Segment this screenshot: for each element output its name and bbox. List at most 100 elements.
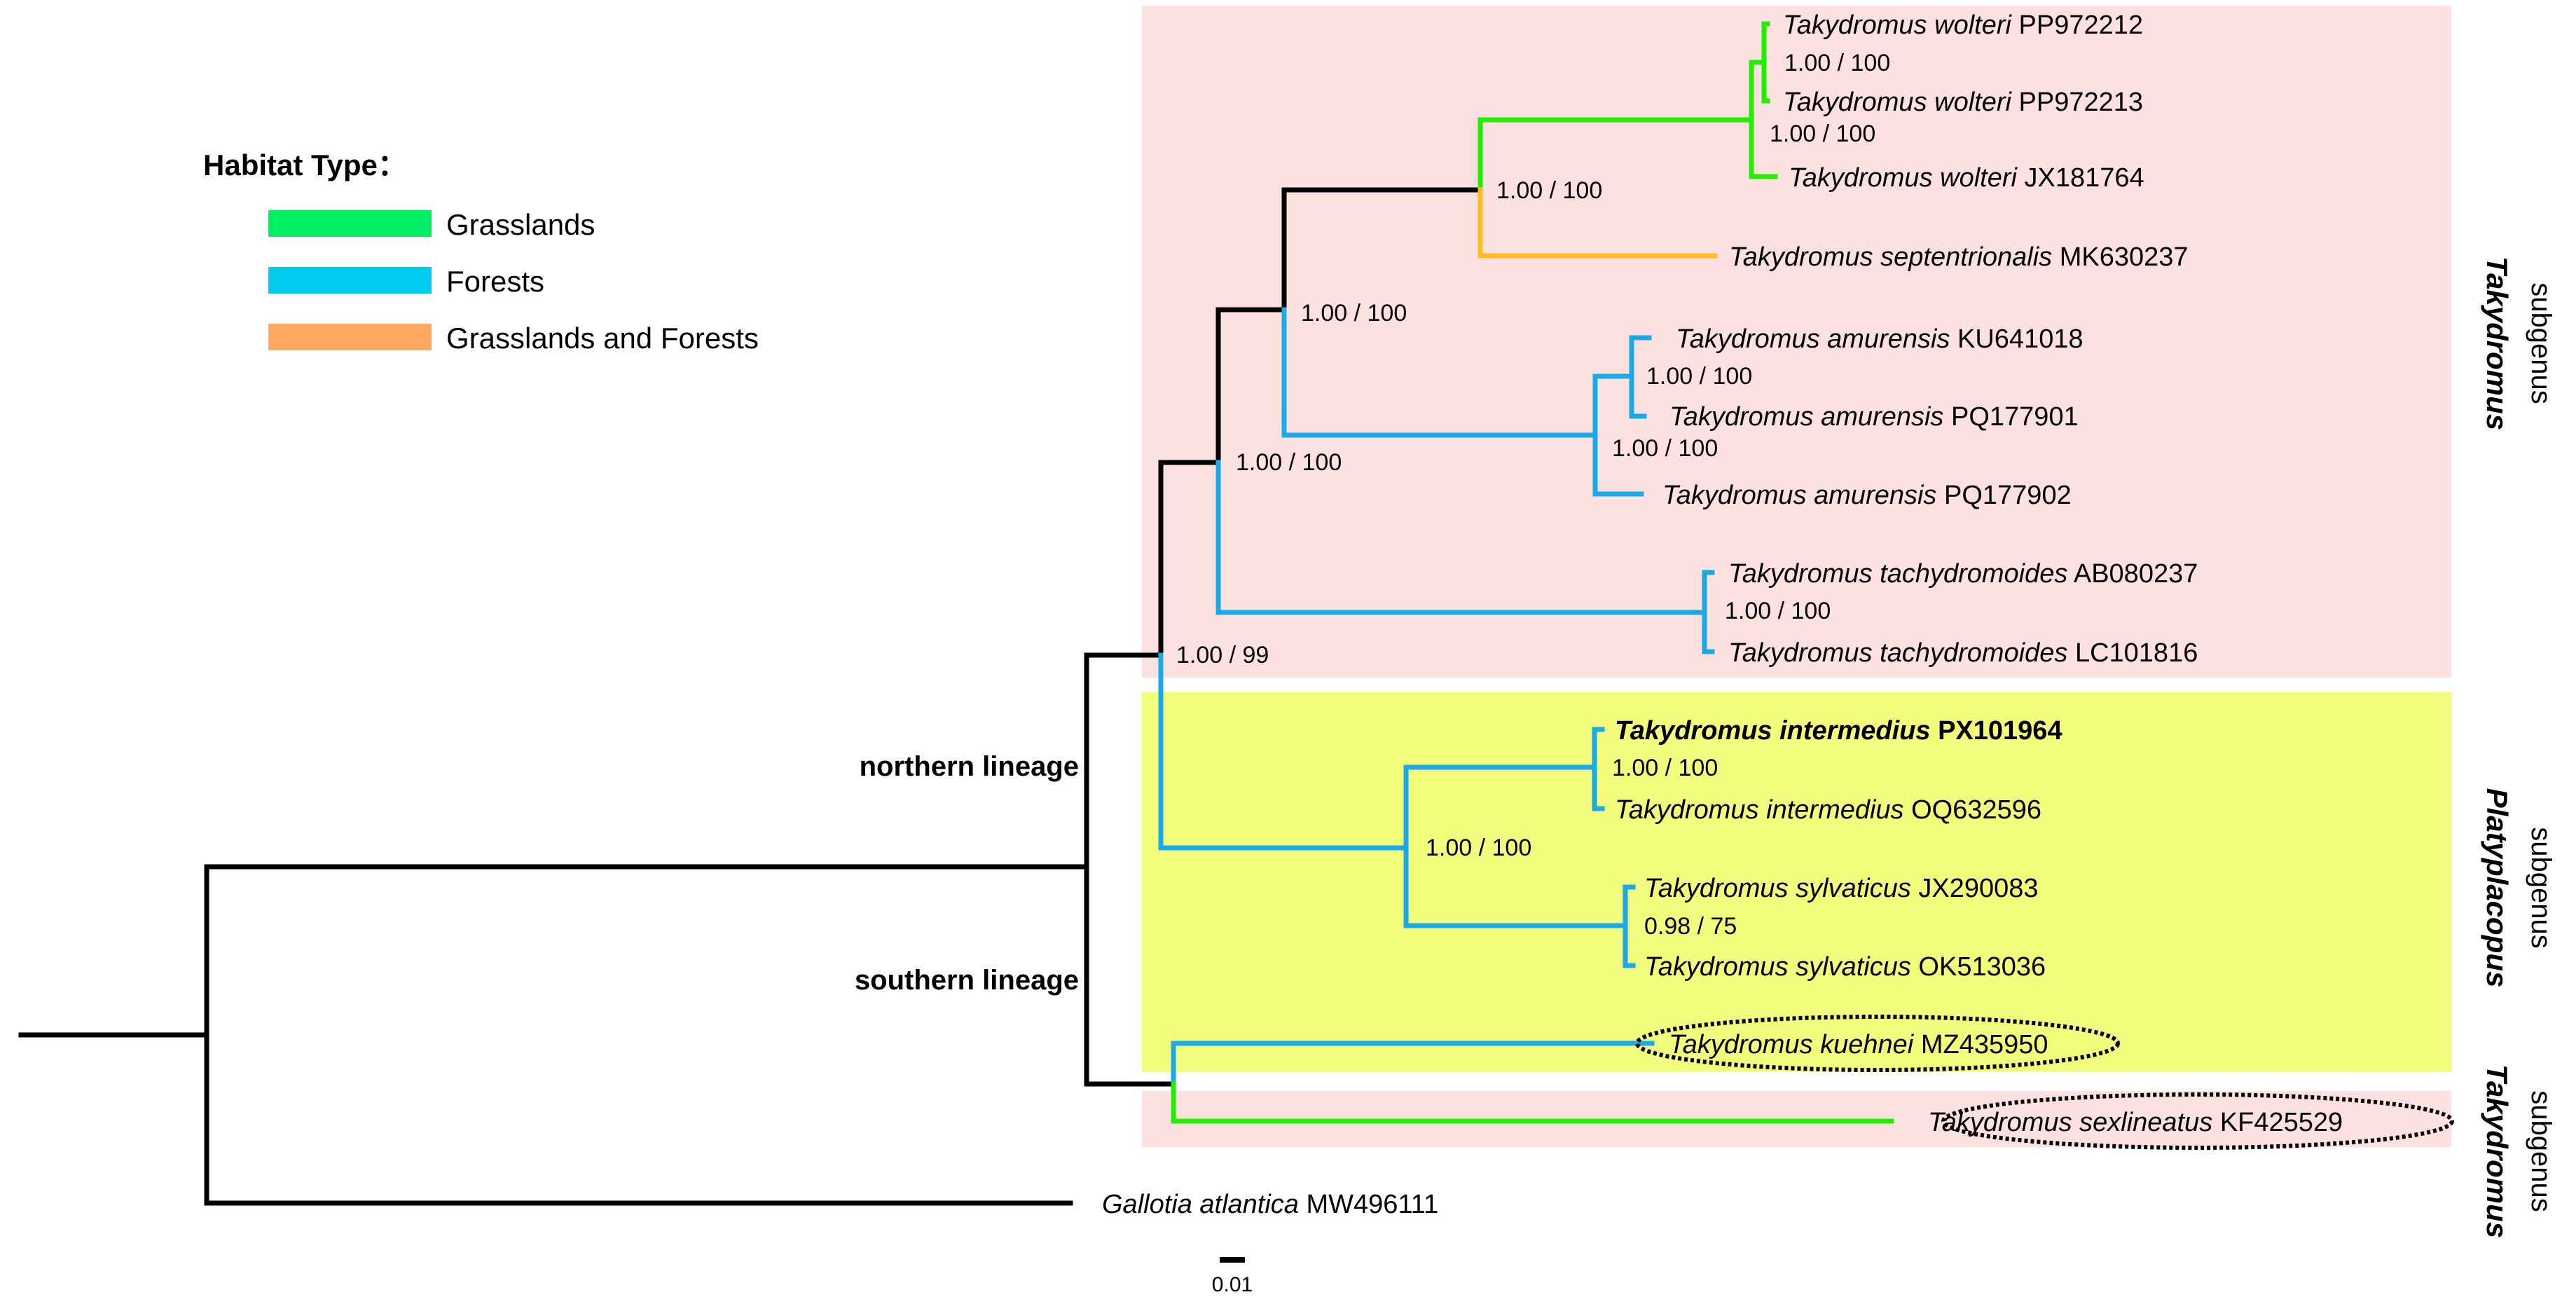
tip-genus: Takydromus xyxy=(1783,88,1927,117)
tip-accession: OQ632596 xyxy=(1911,795,2041,825)
tip-label: Takydromus wolteri JX181764 xyxy=(1789,163,2144,193)
tip-accession: LC101816 xyxy=(2075,638,2198,668)
tip-genus: Takydromus xyxy=(1669,1030,1813,1059)
subgenus-name: Takydromus xyxy=(2481,1064,2514,1238)
tip-species: amurensis xyxy=(1821,402,1943,432)
tip-species: kuehnei xyxy=(1820,1030,1915,1059)
tip-accession: PP972213 xyxy=(2019,88,2144,117)
kuehnei-highlight-ellipse xyxy=(1635,1015,2120,1072)
southern-lineage-label: southern lineage xyxy=(855,965,1079,996)
node-support: 1.00 / 100 xyxy=(1770,121,1875,147)
node-support: 1.00 / 100 xyxy=(1646,363,1752,390)
tip-species: amurensis xyxy=(1827,324,1950,354)
subgenus-takydromus-box xyxy=(1142,6,2451,678)
tip-genus: Takydromus xyxy=(1928,1108,2072,1137)
backbone-branches xyxy=(18,187,1483,1206)
tip-label: Takydromus intermedius OQ632596 xyxy=(1615,795,2041,825)
tip-accession: PP972212 xyxy=(2019,11,2144,40)
node-support: 1.00 / 100 xyxy=(1784,50,1890,76)
tip-accession: JX181764 xyxy=(2025,163,2144,193)
tip-genus: Takydromus xyxy=(1676,324,1820,354)
tip-genus: Takydromus xyxy=(1644,952,1789,982)
tip-label: Takydromus tachydromoides LC101816 xyxy=(1728,638,2198,668)
tip-species: intermedius xyxy=(1779,716,1930,746)
tip-species: amurensis xyxy=(1814,481,1936,510)
tip-label: Takydromus wolteri PP972213 xyxy=(1783,88,2143,117)
tip-label: Takydromus kuehnei MZ435950 xyxy=(1669,1030,2048,1059)
subgenus-label-takydromus: subgenus Takydromus xyxy=(2481,256,2556,430)
tip-genus: Takydromus xyxy=(1729,242,1873,272)
tip-label: Takydromus amurensis KU641018 xyxy=(1676,324,2083,354)
subgenus-label-platyplacopus: subgenus Platyplacopus xyxy=(2481,788,2556,988)
node-support: 1.00 / 100 xyxy=(1301,300,1407,327)
tip-genus: Takydromus xyxy=(1669,402,1814,432)
tip-label-highlighted: Takydromus intermedius PX101964 xyxy=(1615,716,2062,746)
tip-genus: Takydromus xyxy=(1728,559,1873,589)
tip-accession: KF425529 xyxy=(2220,1108,2343,1137)
grassland-branches xyxy=(1171,21,1894,1124)
node-support: 1.00 / 100 xyxy=(1612,755,1718,781)
tip-accession: MW496111 xyxy=(1307,1190,1439,1219)
tip-genus: Takydromus xyxy=(1783,11,1927,40)
tip-genus: Takydromus xyxy=(1644,874,1789,903)
tip-species: septentrionalis xyxy=(1880,242,2052,272)
subgenus-name: Platyplacopus xyxy=(2481,788,2514,988)
legend-swatch-forests xyxy=(268,267,432,294)
tip-label: Takydromus septentrionalis MK630237 xyxy=(1729,242,2189,272)
legend-label-grasslands-forests: Grasslands and Forests xyxy=(446,322,759,355)
node-support: 1.00 / 100 xyxy=(1612,435,1718,462)
tip-accession: MK630237 xyxy=(2060,242,2189,272)
scale-bar-label: 0.01 xyxy=(1212,1273,1253,1296)
tip-species: sylvaticus xyxy=(1796,874,1911,903)
tip-accession: PX101964 xyxy=(1938,716,2062,746)
tip-label-outgroup: Gallotia atlantica MW496111 xyxy=(1102,1190,1438,1219)
tip-accession: PQ177902 xyxy=(1944,481,2072,510)
tip-label: Takydromus tachydromoides AB080237 xyxy=(1728,559,2198,589)
tip-genus: Takydromus xyxy=(1615,795,1759,825)
northern-lineage-label: northern lineage xyxy=(860,751,1079,782)
tip-accession: JX290083 xyxy=(1918,874,2038,903)
tip-species: tachydromoides xyxy=(1880,638,2067,668)
tip-label: Takydromus amurensis PQ177902 xyxy=(1662,481,2072,510)
legend-label-grasslands: Grasslands xyxy=(446,208,595,241)
forest-branches xyxy=(1158,307,1715,1087)
sexlineatus-highlight-ellipse xyxy=(1941,1092,2454,1150)
tip-species: atlantica xyxy=(1199,1190,1299,1219)
legend-title: Habitat Type： xyxy=(203,149,407,181)
tip-label: Takydromus sylvaticus JX290083 xyxy=(1644,874,2039,903)
tip-species: wolteri xyxy=(1934,11,2012,40)
tip-label: Takydromus sylvaticus OK513036 xyxy=(1644,952,2046,982)
tip-label: Takydromus sexlineatus KF425529 xyxy=(1928,1108,2343,1137)
mixed-habitat-branches xyxy=(1478,187,1718,259)
node-support: 0.98 / 75 xyxy=(1644,913,1737,940)
node-support: 1.00 / 100 xyxy=(1496,177,1602,204)
node-support: 1.00 / 100 xyxy=(1725,598,1831,624)
node-support: 1.00 / 100 xyxy=(1236,449,1342,476)
tip-genus: Takydromus xyxy=(1728,638,1873,668)
tip-accession: AB080237 xyxy=(2074,559,2198,589)
legend-swatch-grasslands-forests xyxy=(268,324,432,350)
subgenus-platyplacopus-box xyxy=(1142,692,2451,1072)
tip-genus: Takydromus xyxy=(1615,716,1772,746)
subgenus-word: subgenus xyxy=(2526,827,2556,948)
tip-label: Takydromus wolteri PP972212 xyxy=(1783,11,2143,40)
tip-genus: Gallotia xyxy=(1102,1190,1192,1219)
subgenus-name: Takydromus xyxy=(2481,256,2514,430)
tip-genus: Takydromus xyxy=(1789,163,1933,193)
subgenus-word: subgenus xyxy=(2526,282,2556,404)
tip-species: tachydromoides xyxy=(1880,559,2067,589)
subgenus-word: subgenus xyxy=(2526,1090,2556,1212)
tip-accession: PQ177901 xyxy=(1951,402,2079,432)
tip-accession: MZ435950 xyxy=(1921,1030,2048,1059)
tip-species: wolteri xyxy=(1940,163,2018,193)
tip-species: sylvaticus xyxy=(1796,952,1911,982)
node-support: 1.00 / 100 xyxy=(1426,835,1531,861)
subgenus-label-takydromus-2: subgenus Takydromus xyxy=(2481,1064,2556,1238)
tip-species: intermedius xyxy=(1766,795,1903,825)
tip-label: Takydromus amurensis PQ177901 xyxy=(1669,402,2079,432)
tip-accession: OK513036 xyxy=(1918,952,2046,982)
tip-species: wolteri xyxy=(1934,88,2012,117)
legend-swatch-grasslands xyxy=(268,210,432,237)
tip-species: sexlineatus xyxy=(2079,1108,2212,1137)
